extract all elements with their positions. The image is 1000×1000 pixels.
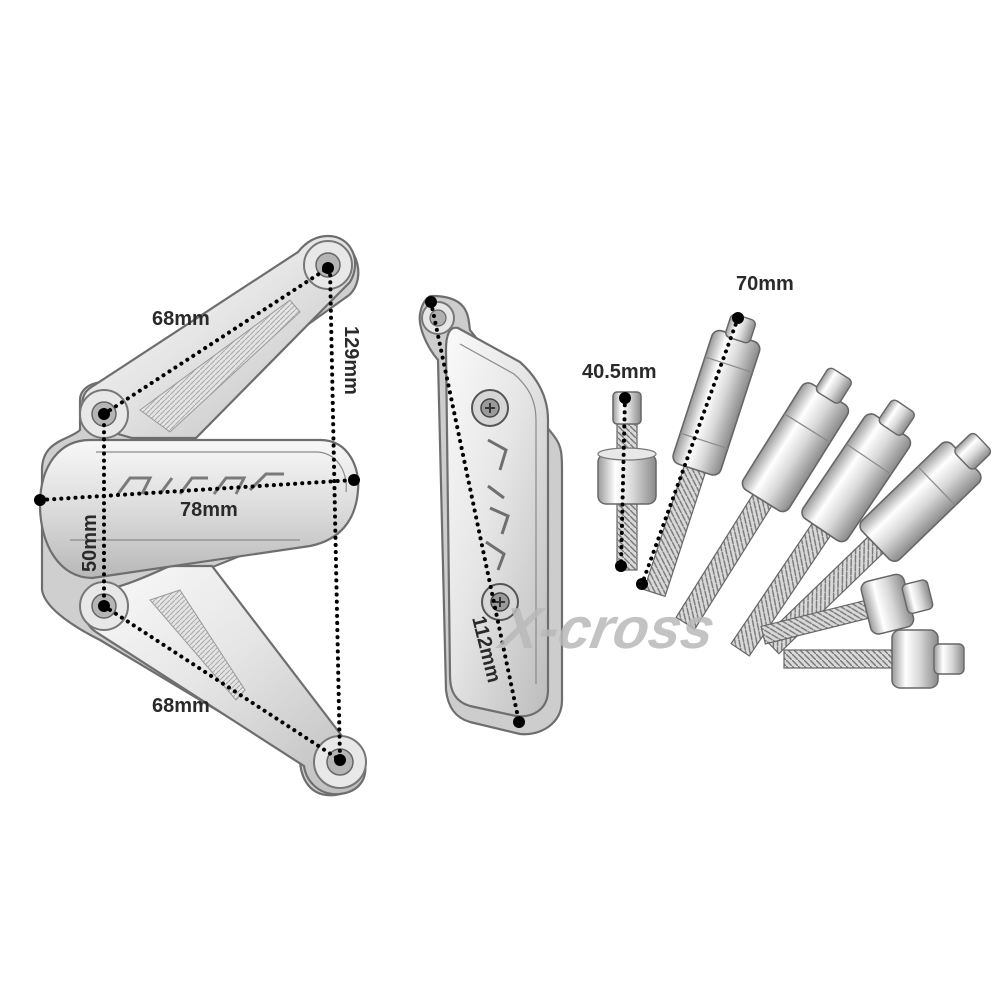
slider-plate-part bbox=[418, 294, 564, 736]
measure-dot bbox=[425, 296, 437, 308]
measure-dot bbox=[34, 494, 46, 506]
slider-logo-engraving bbox=[485, 438, 510, 571]
measure-dot bbox=[322, 262, 334, 274]
slider-measurements bbox=[425, 296, 525, 728]
short-bolt bbox=[597, 391, 657, 571]
long-bolt-2 bbox=[675, 367, 852, 630]
dim-label-top-arm: 68mm bbox=[152, 308, 210, 330]
measure-line-bottom-arm bbox=[102, 604, 342, 762]
bracket-lower-pocket bbox=[149, 589, 246, 701]
bolt-measurements bbox=[615, 312, 744, 590]
dim-label-bottom-arm: 68mm bbox=[152, 695, 210, 717]
short-bolt-horizontal-2 bbox=[783, 629, 965, 689]
measure-dot bbox=[334, 754, 346, 766]
plate-bevel bbox=[96, 451, 347, 493]
measure-dot bbox=[615, 560, 627, 572]
measure-dot bbox=[513, 716, 525, 728]
bracket-upper-pocket bbox=[139, 299, 301, 433]
dim-label-short-bolt: 40.5mm bbox=[582, 361, 657, 383]
slider-plate-face bbox=[444, 326, 550, 718]
measure-dot bbox=[98, 600, 110, 612]
measure-dot bbox=[619, 392, 631, 404]
dim-label-long-bolt: 70mm bbox=[736, 273, 794, 295]
dim-label-height: 129mm bbox=[340, 326, 362, 395]
dim-label-plate-height: 50mm bbox=[79, 514, 101, 572]
measure-line-top-arm bbox=[102, 266, 330, 416]
bracket-measurements bbox=[34, 262, 360, 766]
short-bolt-horizontal-1 bbox=[760, 573, 934, 645]
watermark-logo: X-cross bbox=[492, 596, 719, 661]
measure-line-height bbox=[328, 266, 342, 762]
slider-bolt-upper bbox=[471, 389, 509, 427]
measure-line-long-bolt bbox=[640, 316, 740, 586]
measure-dot bbox=[732, 312, 744, 324]
measure-dot bbox=[636, 578, 648, 590]
slider-bevel bbox=[459, 343, 537, 684]
measure-line-width bbox=[38, 478, 356, 502]
measure-line-slider-length bbox=[429, 300, 521, 724]
dim-label-width: 78mm bbox=[180, 499, 238, 521]
measure-dot bbox=[348, 474, 360, 486]
short-bolt-spacer bbox=[597, 453, 657, 505]
measure-dot bbox=[98, 408, 110, 420]
bracket-part bbox=[38, 234, 367, 797]
bracket-logo-engraving bbox=[116, 472, 284, 495]
long-bolt-3 bbox=[730, 399, 915, 657]
measure-line-short-bolt bbox=[619, 396, 627, 568]
